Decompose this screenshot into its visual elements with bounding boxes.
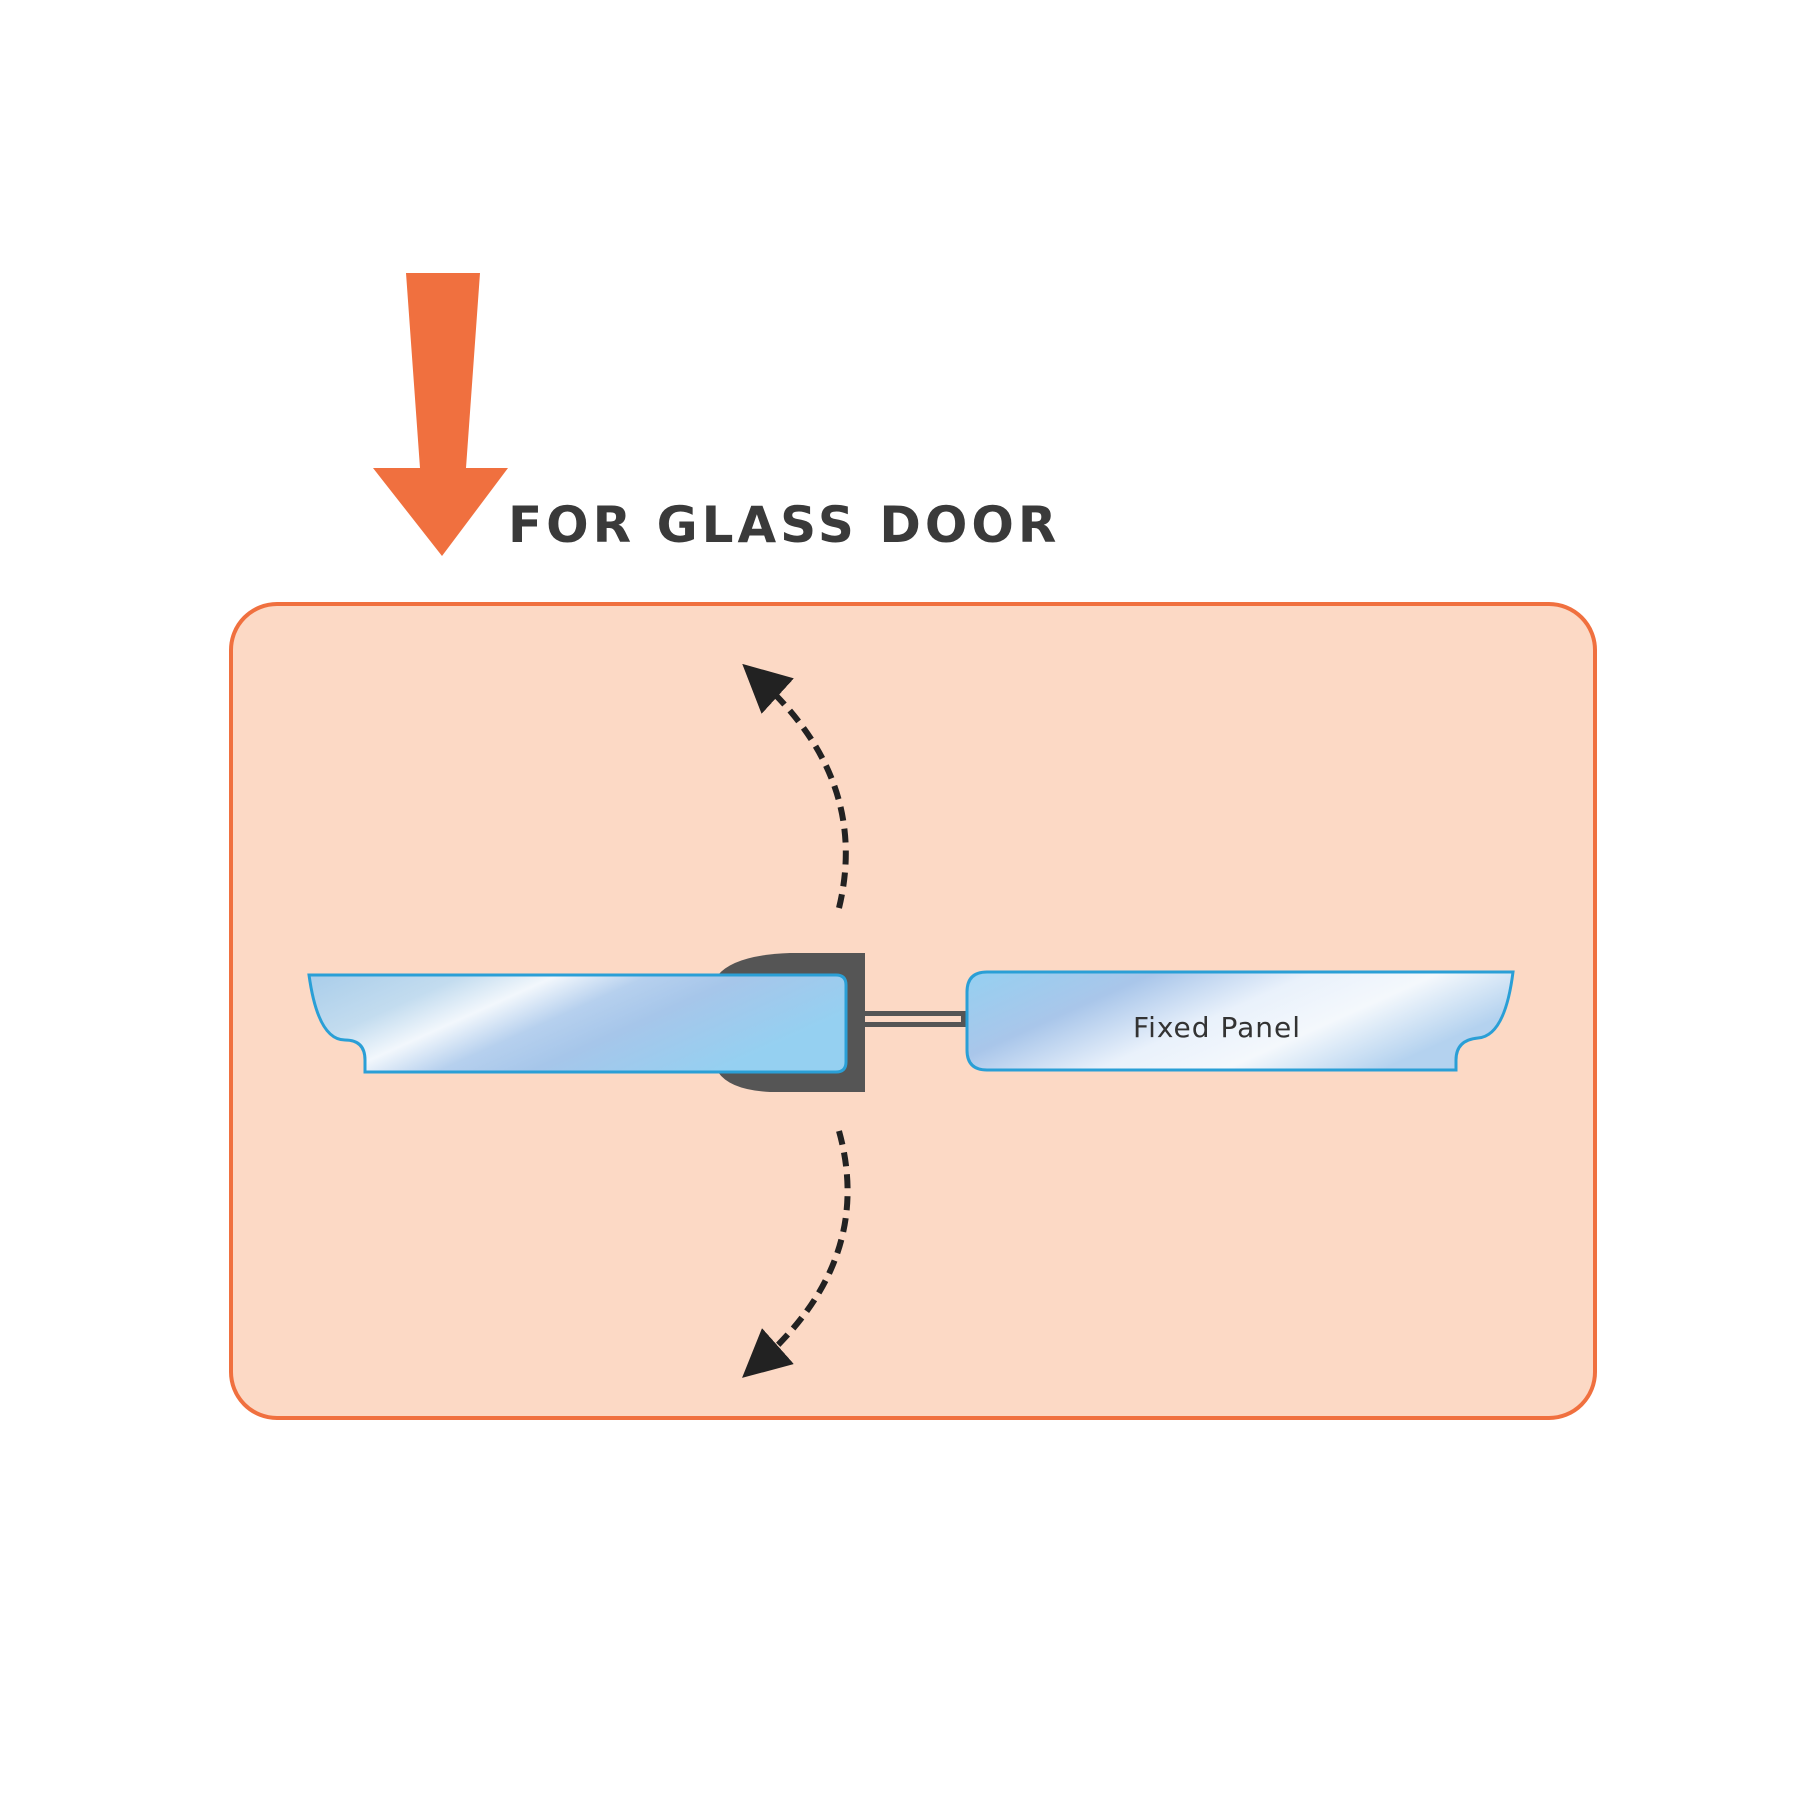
swing-arrow-down-icon (742, 1130, 851, 1378)
fixed-panel (965, 970, 1515, 1072)
down-arrow-icon (373, 273, 508, 556)
heading: FOR GLASS DOOR (508, 496, 1060, 554)
fixed-panel-label: Fixed Panel (1133, 1011, 1301, 1044)
swing-arrow-up-icon (742, 663, 849, 909)
glass-door-left (307, 973, 848, 1074)
